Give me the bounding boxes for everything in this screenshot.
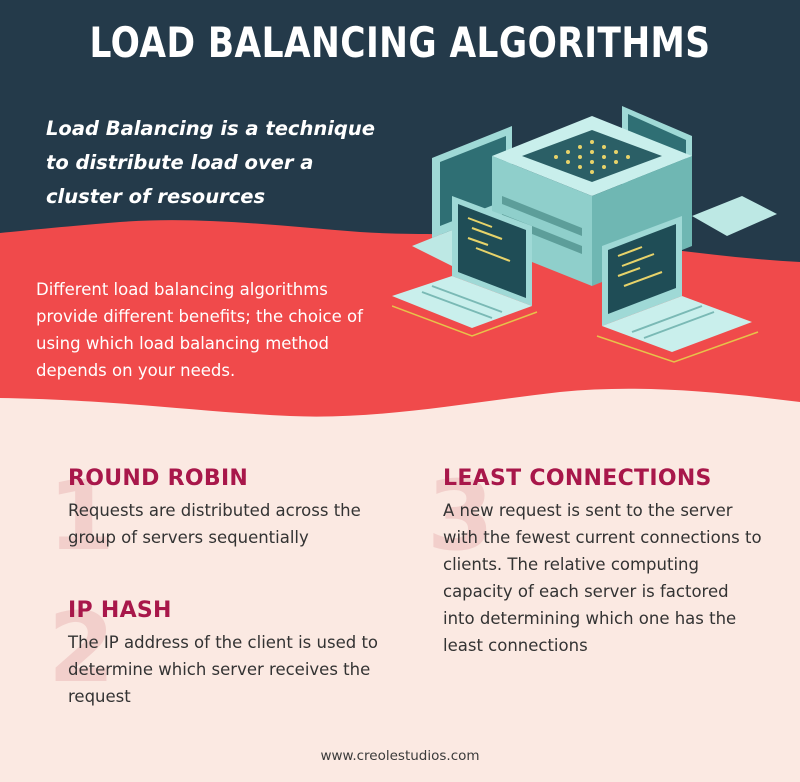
central-server <box>492 116 692 286</box>
algorithm-description: The IP address of the client is used to … <box>68 633 379 706</box>
tagline: Load Balancing is a technique to distrib… <box>46 117 375 208</box>
algorithm-round-robin: 1 ROUND ROBIN Requests are distributed a… <box>48 466 388 564</box>
algorithm-name: LEAST CONNECTIONS <box>443 466 712 491</box>
server-laptops-illustration <box>392 106 777 363</box>
front-right-laptop <box>596 216 759 363</box>
algorithm-least-connections: 3 LEAST CONNECTIONS A new request is sen… <box>427 466 763 659</box>
algorithm-ip-hash: 2 IP HASH The IP address of the client i… <box>48 598 388 710</box>
algorithm-number: 1 <box>48 460 115 572</box>
algorithm-name: ROUND ROBIN <box>68 466 249 491</box>
page-title: LOAD BALANCING ALGORITHMS <box>89 18 711 67</box>
algorithm-number: 3 <box>427 460 494 572</box>
intro-text: Different load balancing algorithms prov… <box>36 280 363 380</box>
algorithm-number: 2 <box>48 592 115 704</box>
front-left-laptop <box>392 196 538 337</box>
algorithm-name: IP HASH <box>68 598 172 623</box>
algorithm-description: A new request is sent to the server with… <box>443 501 762 655</box>
footer-website: www.creolestudios.com <box>320 748 480 764</box>
algorithm-description: Requests are distributed across the grou… <box>68 501 361 547</box>
